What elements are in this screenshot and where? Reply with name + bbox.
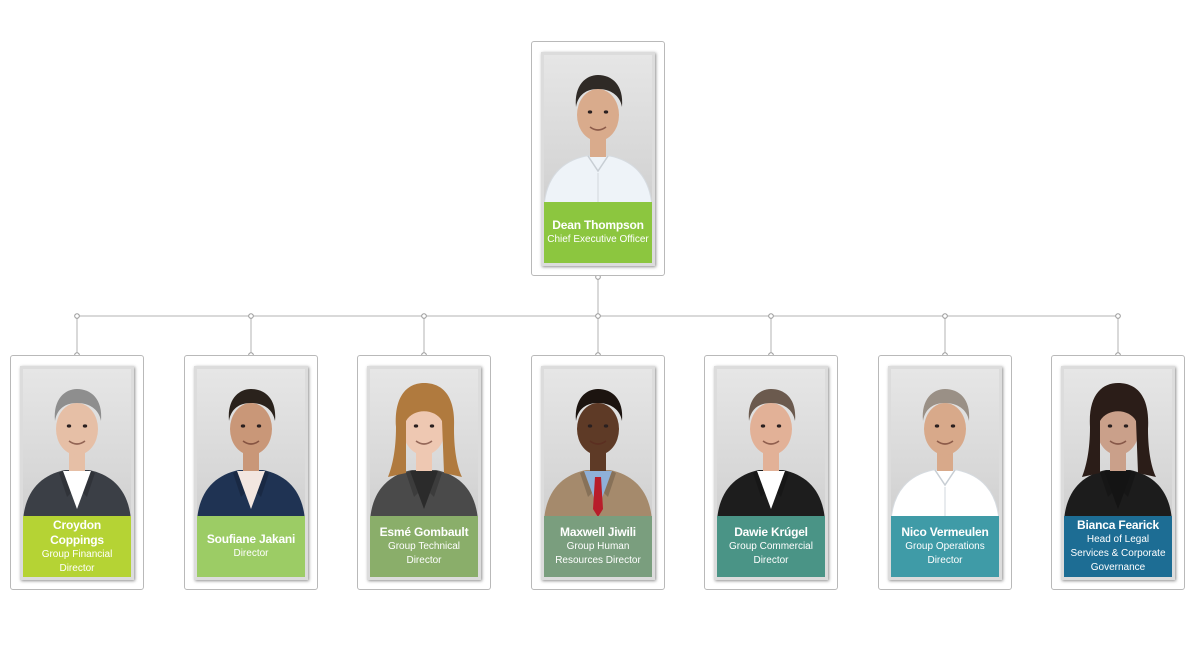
connector-node [769,314,774,319]
profile-name: Dean Thompson [552,218,643,233]
profile-photo [544,369,652,521]
profile-title: Group Human Resources Director [547,540,649,568]
connector-node [249,314,254,319]
profile-name: Nico Vermeulen [901,525,988,540]
profile-photo [197,369,305,521]
profile-title: Group Commercial Director [720,540,822,568]
profile-name: Esmé Gombault [380,525,469,540]
profile-photo [1064,369,1172,521]
profile-photo [717,369,825,521]
connector-node [1116,314,1121,319]
connector-node [596,314,601,319]
profile-title: Group Operations Director [894,540,996,568]
profile-name: Maxwell Jiwili [560,525,636,540]
profile-title: Group Technical Director [373,540,475,568]
profile-name: Bianca Fearick [1077,518,1159,533]
profile-photo [370,369,478,521]
profile-photo [23,369,131,521]
profile-name: Dawie Krúgel [734,525,808,540]
profile-name: Soufiane Jakani [207,532,295,547]
profile-title: Group Financial Director [26,548,128,576]
connector-node [75,314,80,319]
profile-photo [891,369,999,521]
profile-title: Head of Legal Services & Corporate Gover… [1067,533,1169,575]
profile-name: Croydon Coppings [26,518,128,548]
connector-node [943,314,948,319]
profile-title: Chief Executive Officer [547,233,649,247]
profile-title: Director [233,547,268,561]
connector-node [422,314,427,319]
profile-photo [544,55,652,207]
